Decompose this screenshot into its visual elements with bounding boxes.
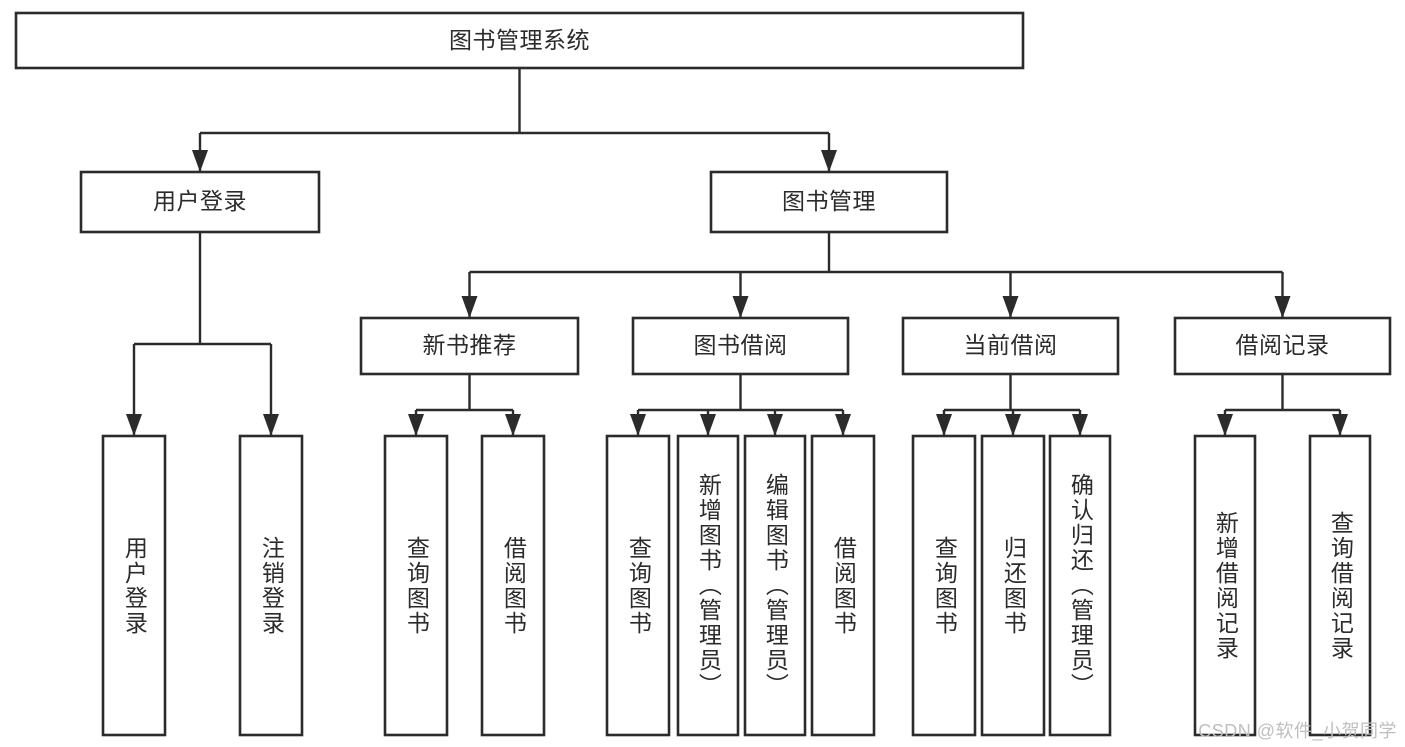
node-box-leaf-query-borrow-record (1308, 434, 1372, 737)
node-box-leaf-return-book (980, 434, 1046, 737)
node-box-leaf-borrow-book-recommend (480, 434, 546, 737)
node-box-leaf-add-borrow-record (1193, 434, 1257, 737)
arrow-head-icon-leaf-query-borrow-record (1332, 414, 1348, 436)
node-box-new-book-recommend (359, 316, 580, 376)
arrow-head-icon-new-book-recommend (461, 296, 478, 318)
arrow-head-icon-leaf-query-book-recommend (408, 414, 424, 436)
node-box-leaf-edit-book-admin (743, 434, 807, 737)
connectors-layer (126, 68, 1348, 436)
node-box-borrow-record (1173, 316, 1392, 376)
boxes-layer (14, 11, 1392, 737)
arrow-head-icon-leaf-user-login (126, 414, 142, 436)
arrow-head-icon-leaf-return-book (1005, 414, 1021, 436)
node-box-leaf-query-book-current (911, 434, 977, 737)
node-box-book-borrow (631, 316, 850, 376)
csdn-watermark: CSDN @软件_小贺同学 (1198, 721, 1397, 741)
node-box-book-manage (709, 170, 949, 234)
node-box-leaf-confirm-return-admin (1048, 434, 1112, 737)
arrow-head-icon-borrow-record (1274, 296, 1291, 318)
arrow-head-icon-leaf-add-book-admin (700, 414, 716, 436)
arrow-head-icon-leaf-add-borrow-record (1217, 414, 1233, 436)
node-box-user-login (79, 170, 321, 234)
arrow-head-icon-leaf-query-book-borrow (630, 414, 646, 436)
arrow-head-icon-leaf-borrow-book (835, 414, 851, 436)
arrow-head-icon-book-borrow (732, 296, 749, 318)
arrow-head-icon-leaf-confirm-return-admin (1072, 414, 1088, 436)
node-box-leaf-add-book-admin (676, 434, 740, 737)
node-box-leaf-borrow-book (810, 434, 876, 737)
arrow-head-icon-book-manage (821, 150, 837, 172)
node-box-leaf-user-login (101, 434, 167, 737)
arrow-head-icon-current-borrow (1002, 296, 1019, 318)
arrow-head-icon-user-login (192, 150, 208, 172)
arrow-head-icon-leaf-borrow-book-recommend (505, 414, 521, 436)
arrow-head-icon-leaf-logout-login (263, 414, 279, 436)
node-box-current-borrow (901, 316, 1120, 376)
arrow-head-icon-leaf-query-book-current (936, 414, 952, 436)
node-box-leaf-query-book-borrow (605, 434, 671, 737)
node-box-leaf-logout-login (238, 434, 304, 737)
node-box-leaf-query-book-recommend (383, 434, 449, 737)
arrow-head-icon-leaf-edit-book-admin (767, 414, 783, 436)
node-box-root (14, 11, 1025, 70)
